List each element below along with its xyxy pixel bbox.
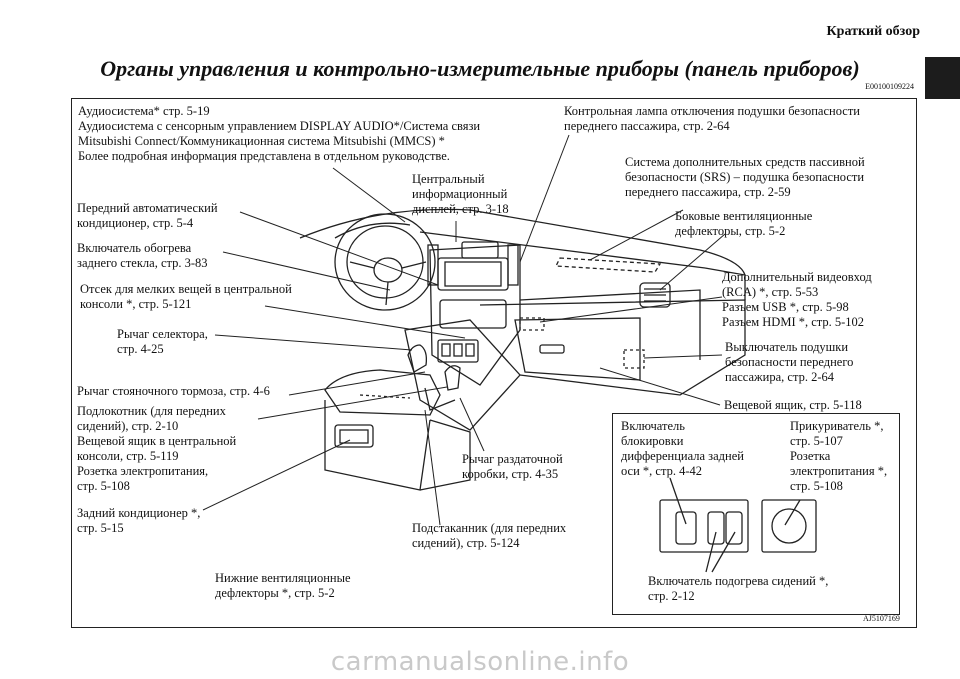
chapter-tab <box>925 57 960 99</box>
figure-code: AJ5107169 <box>863 614 900 623</box>
label-lower-vents: Нижние вентиляционные дефлекторы *, стр.… <box>215 571 351 600</box>
label-rear-defogger-switch: Включатель обогрева заднего стекла, стр.… <box>77 241 208 270</box>
label-parking-brake: Рычаг стояночного тормоза, стр. 4-6 <box>77 384 270 398</box>
label-front-auto-ac: Передний автоматический кондиционер, стр… <box>77 201 218 230</box>
watermark: carmanualsonline.info <box>330 647 630 677</box>
label-side-vents: Боковые вентиляционные дефлекторы, стр. … <box>675 209 813 238</box>
label-rear-ac: Задний кондиционер *, стр. 5-15 <box>77 506 201 535</box>
label-airbag-off-lamp: Контрольная лампа отключения подушки без… <box>564 104 860 133</box>
label-central-display: Центральный информационный дисплей, стр.… <box>412 172 509 216</box>
label-srs-airbag: Система дополнительных средств пассивной… <box>625 155 865 199</box>
section-header: Краткий обзор <box>826 24 920 39</box>
figure-frame <box>71 98 917 628</box>
label-console-tray: Отсек для мелких вещей в центральной кон… <box>80 282 292 311</box>
label-audio-system: Аудиосистема* стр. 5-19 Аудиосистема с с… <box>78 104 481 163</box>
page-title: Органы управления и контрольно-измерител… <box>100 56 860 81</box>
label-glove-box: Вещевой ящик, стр. 5-118 <box>724 398 862 412</box>
label-seat-heater-switch: Включатель подогрева сидений *, стр. 2-1… <box>648 574 829 603</box>
label-lighter: Прикуриватель *, стр. 5-107 Розетка элек… <box>790 419 888 493</box>
label-selector-lever: Рычаг селектора, стр. 4-25 <box>117 327 208 356</box>
label-airbag-switch: Выключатель подушки безопасности передне… <box>725 340 854 384</box>
label-aux-inputs: Дополнительный видеовход (RCA) *, стр. 5… <box>722 270 872 329</box>
label-transfer-lever: Рычаг раздаточной коробки, стр. 4-35 <box>462 452 563 481</box>
label-cupholder: Подстаканник (для передних сидений), стр… <box>412 521 567 550</box>
document-code: E00100109224 <box>865 82 914 91</box>
label-diff-lock-switch: Включатель блокировки дифференциала задн… <box>621 419 744 478</box>
label-armrest: Подлокотник (для передних сидений), стр.… <box>77 404 237 493</box>
